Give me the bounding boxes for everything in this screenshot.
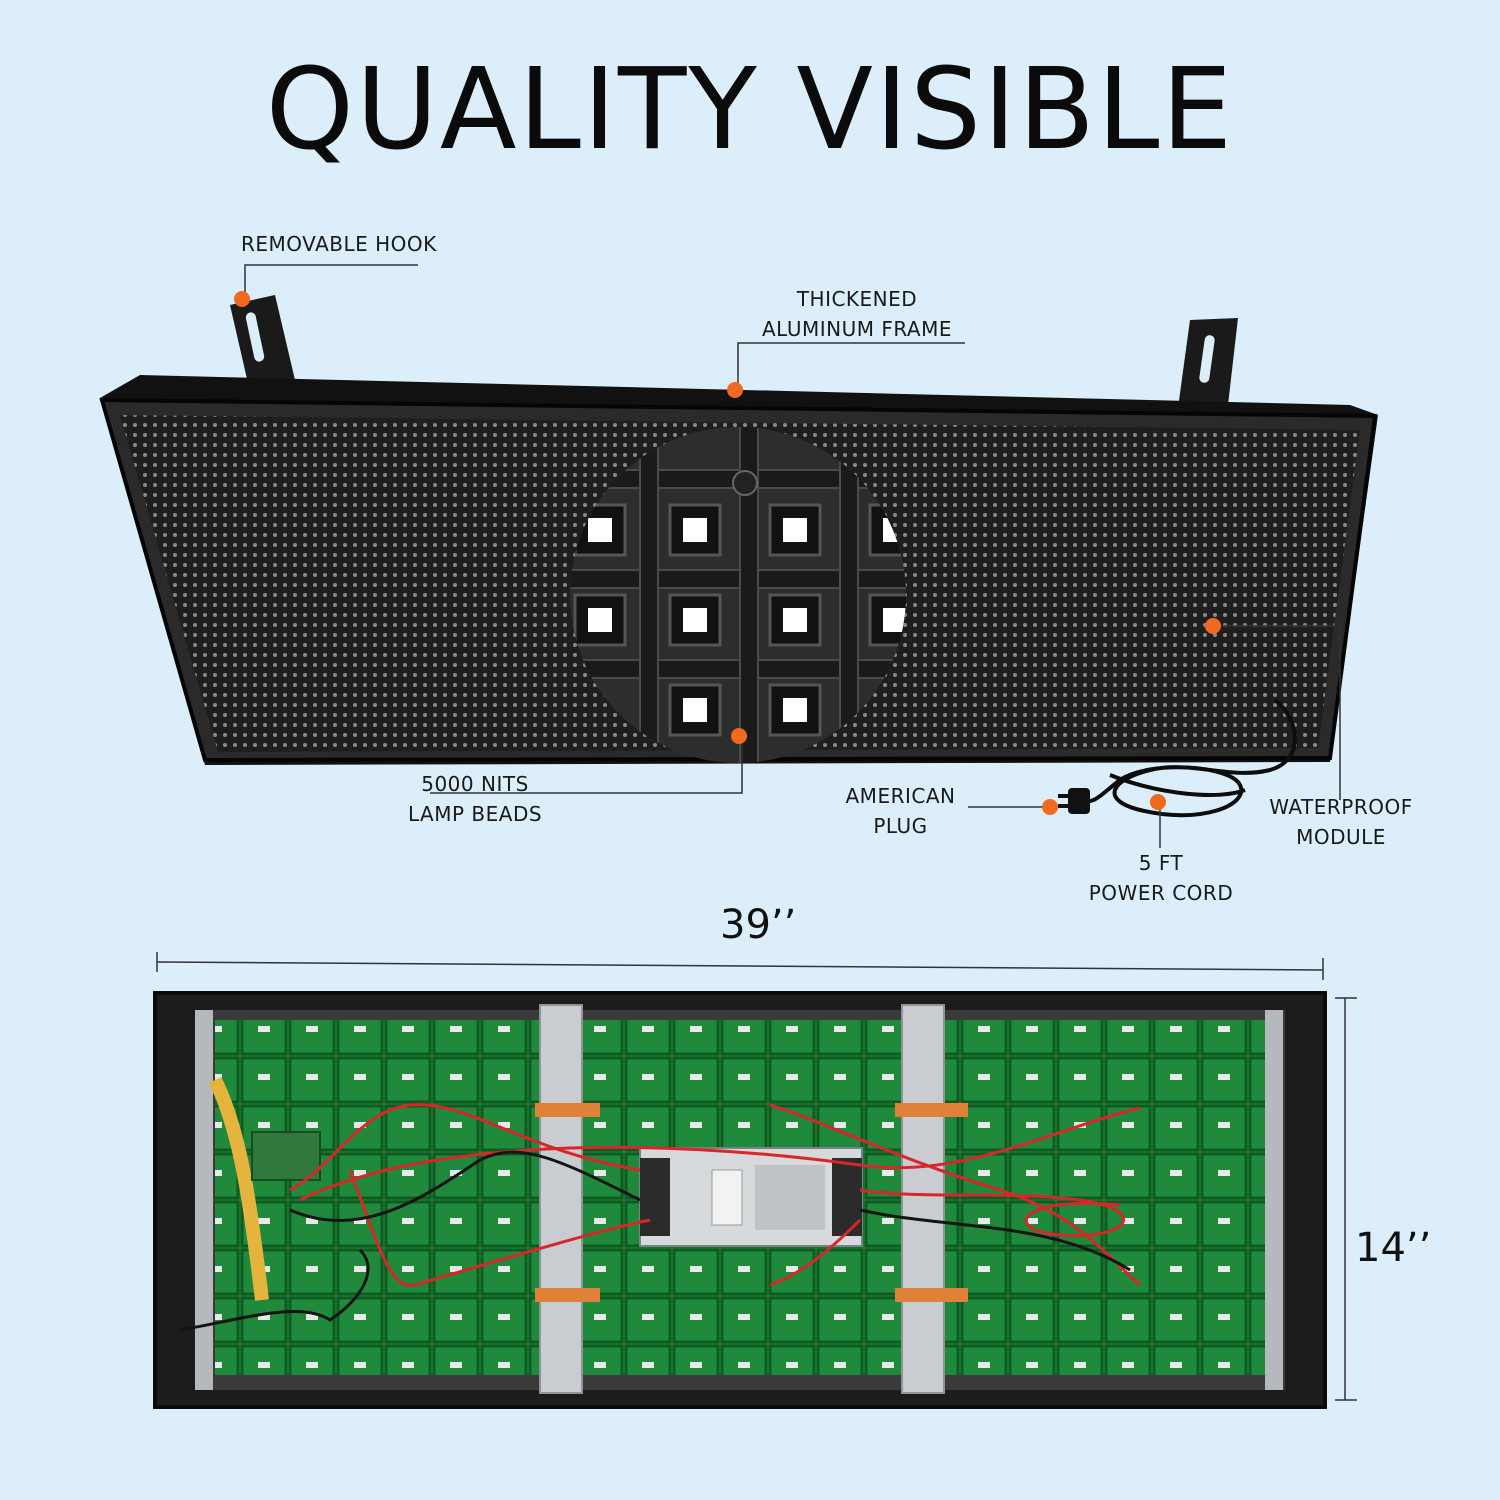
label-lamp-beads-line1: 5000 NITS [421,772,529,796]
power-wires [179,1103,1141,1332]
label-lamp-beads-line2: LAMP BEADS [407,802,543,826]
power-cord [1079,698,1297,818]
brace-left [539,1004,583,1394]
width-dimension-line [156,952,1324,980]
dot-power-cord [1150,794,1166,810]
led-sign-back [153,991,1327,1409]
label-removable-hook: REMOVABLE HOOK [241,232,437,256]
brace-right [901,1004,945,1394]
height-dimension: 14’’ [1355,1225,1432,1271]
callout-lines [244,264,1341,848]
label-power-cord-line1: 5 FT [1138,851,1184,875]
label-aluminum-frame-line1: THICKENED [796,287,918,311]
height-dimension-line [1335,997,1357,1401]
led-sign-front [99,295,1378,818]
hook-right [1178,318,1238,408]
lamp-beads-zoom [570,427,906,763]
label-lamp-beads: 5000 NITS LAMP BEADS [405,769,545,829]
label-aluminum-frame: THICKENED ALUMINUM FRAME [752,284,962,344]
width-dimension: 39’’ [720,902,797,948]
power-supply [639,1147,863,1247]
page-title: QUALITY VISIBLE [265,45,1235,175]
dot-removable-hook [234,291,250,307]
ribbon-cables [208,1076,968,1302]
dot-american-plug [1042,799,1058,815]
label-aluminum-frame-line2: ALUMINUM FRAME [762,317,952,341]
label-waterproof-module-line1: WATERPROOF [1269,795,1413,819]
label-american-plug-line1: AMERICAN [845,784,956,808]
american-plug [1058,788,1090,814]
dot-aluminum-frame [727,382,743,398]
label-american-plug: AMERICAN PLUG [838,781,963,841]
dot-waterproof-module [1205,618,1221,634]
label-power-cord-line2: POWER CORD [1088,881,1234,905]
label-waterproof-module-line2: MODULE [1296,825,1386,849]
label-power-cord: 5 FT POWER CORD [1085,848,1237,908]
control-card [251,1131,321,1181]
hook-left [230,295,295,392]
callout-dots [234,291,1221,815]
label-waterproof-module: WATERPROOF MODULE [1262,792,1420,852]
label-american-plug-line2: PLUG [873,814,928,838]
dot-lamp-beads [731,728,747,744]
